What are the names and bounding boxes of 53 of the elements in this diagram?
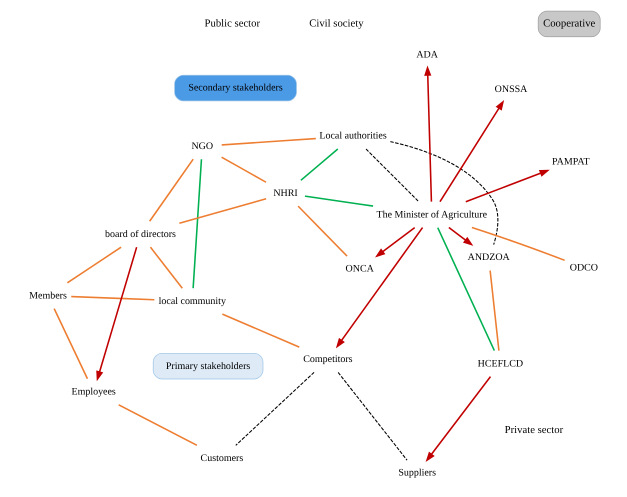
connector — [304, 195, 373, 207]
node-text: ANDZOA — [467, 252, 510, 264]
connector — [337, 372, 407, 461]
label: Public sector — [204, 17, 260, 30]
connector — [222, 313, 300, 348]
node-text: ONCA — [345, 264, 374, 275]
connector — [234, 372, 314, 446]
label: Private sector — [504, 424, 563, 436]
node-text: Competitors — [302, 354, 352, 366]
arrow — [438, 100, 504, 202]
node-text: NGO — [190, 140, 213, 152]
node-text: Suppliers — [398, 468, 436, 479]
connector — [66, 246, 122, 284]
label: Civil society — [308, 17, 364, 30]
arrow — [96, 246, 137, 382]
connector — [390, 141, 498, 245]
connector — [365, 148, 419, 202]
connector — [118, 404, 197, 446]
connector — [300, 148, 338, 181]
arrow — [374, 226, 415, 258]
connector — [149, 246, 182, 289]
node-text: Local authorities — [318, 130, 386, 142]
node-text: Customers — [200, 452, 243, 464]
connector — [52, 308, 88, 380]
node-box: Primary stakeholders — [152, 352, 263, 380]
node-text: board of directors — [104, 228, 176, 240]
arrow — [424, 65, 432, 202]
node-text: ONSSA — [494, 84, 527, 95]
connector — [488, 270, 500, 351]
node-text: HCEFLCD — [477, 358, 523, 370]
connector — [148, 158, 194, 222]
arrow — [425, 376, 491, 462]
node-text: The Minister of Agriculture — [376, 209, 487, 220]
connector — [70, 296, 154, 300]
node-text: ODCO — [569, 262, 598, 274]
connector — [221, 138, 316, 146]
node-text: NHRI — [272, 188, 298, 199]
node-text: Members — [28, 290, 66, 302]
node-text: local community — [158, 296, 226, 307]
connector — [471, 226, 564, 262]
node-box: Secondary stakeholders — [174, 74, 296, 102]
node-box: Cooperative — [537, 10, 600, 38]
arrow — [448, 226, 473, 246]
connector — [192, 159, 202, 288]
node-text: PAMPAT — [552, 156, 590, 168]
node-text: Employees — [70, 386, 116, 398]
arrow — [335, 227, 423, 348]
arrow — [465, 170, 550, 202]
connector — [436, 227, 495, 351]
node-text: ADA — [416, 49, 438, 60]
connector — [220, 156, 266, 183]
connector — [297, 206, 348, 257]
connector — [178, 198, 266, 224]
